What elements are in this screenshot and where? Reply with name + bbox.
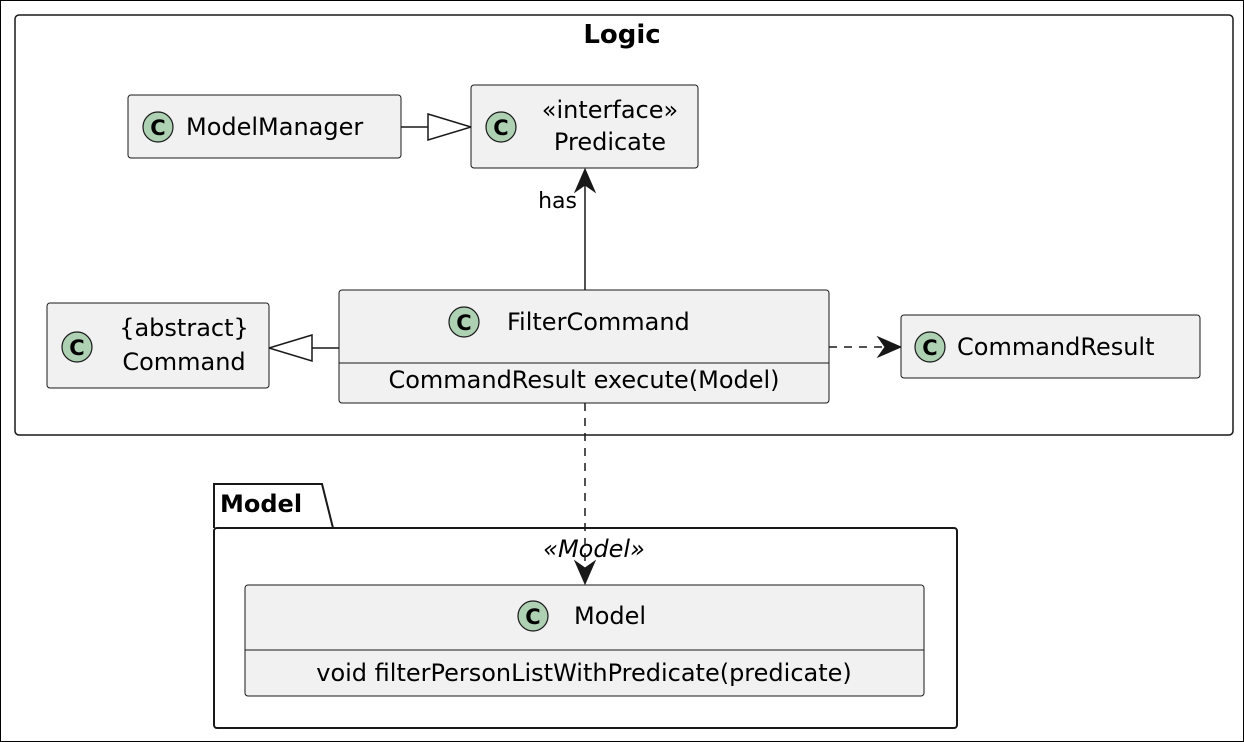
class-modelmanager-box [127,94,402,159]
model-dependency-arrowhead [573,559,597,586]
svg-text:C: C [150,116,165,140]
class-model-method: void filterPersonListWithPredicate(predi… [316,659,852,687]
svg-text:C: C [922,336,937,360]
class-c-icon: C [61,331,93,363]
class-predicate: C «interface» Predicate [470,84,699,169]
model-package-stereotype: «Model» [543,535,645,563]
class-filtercommand-method: CommandResult execute(Model) [388,366,779,394]
realization-arrowhead-predicate [427,112,474,142]
has-label: has [538,189,577,214]
commandresult-dependency-arrowhead [876,335,903,359]
class-commandresult: C CommandResult [900,314,1201,379]
model-package-tab-label: Model [220,490,302,518]
logic-package-title: Logic [583,20,660,50]
class-c-icon: C [517,600,549,632]
class-modelmanager-name: ModelManager [186,113,363,141]
class-model-name: Model [574,602,646,630]
svg-text:C: C [493,116,508,140]
inheritance-arrowhead-command [266,333,313,363]
class-filtercommand-name: FilterCommand [507,308,690,336]
svg-text:C: C [69,336,84,360]
relations: has [266,112,903,586]
has-arrowhead [573,167,597,194]
class-command-box [46,302,270,389]
class-predicate-stereotype: «interface» [542,96,678,124]
class-predicate-box [470,84,699,169]
class-model-box [244,584,925,697]
class-command-name: Command [122,348,245,376]
model-package-tab [213,483,334,529]
class-commandresult-name: CommandResult [957,333,1155,361]
class-modelmanager: C ModelManager [127,94,402,159]
class-predicate-name: Predicate [554,128,666,156]
class-filtercommand: C FilterCommand CommandResult execute(Mo… [338,289,830,404]
class-c-icon: C [142,111,174,143]
class-c-icon: C [448,306,480,338]
class-c-icon: C [914,331,946,363]
class-c-icon: C [485,111,517,143]
class-model: C Model void filterPersonListWithPredica… [244,584,925,697]
svg-text:C: C [525,605,540,629]
class-command-stereotype: {abstract} [119,314,249,342]
class-commandresult-box [900,314,1201,379]
svg-text:C: C [456,311,471,335]
class-command: C {abstract} Command [46,302,270,389]
